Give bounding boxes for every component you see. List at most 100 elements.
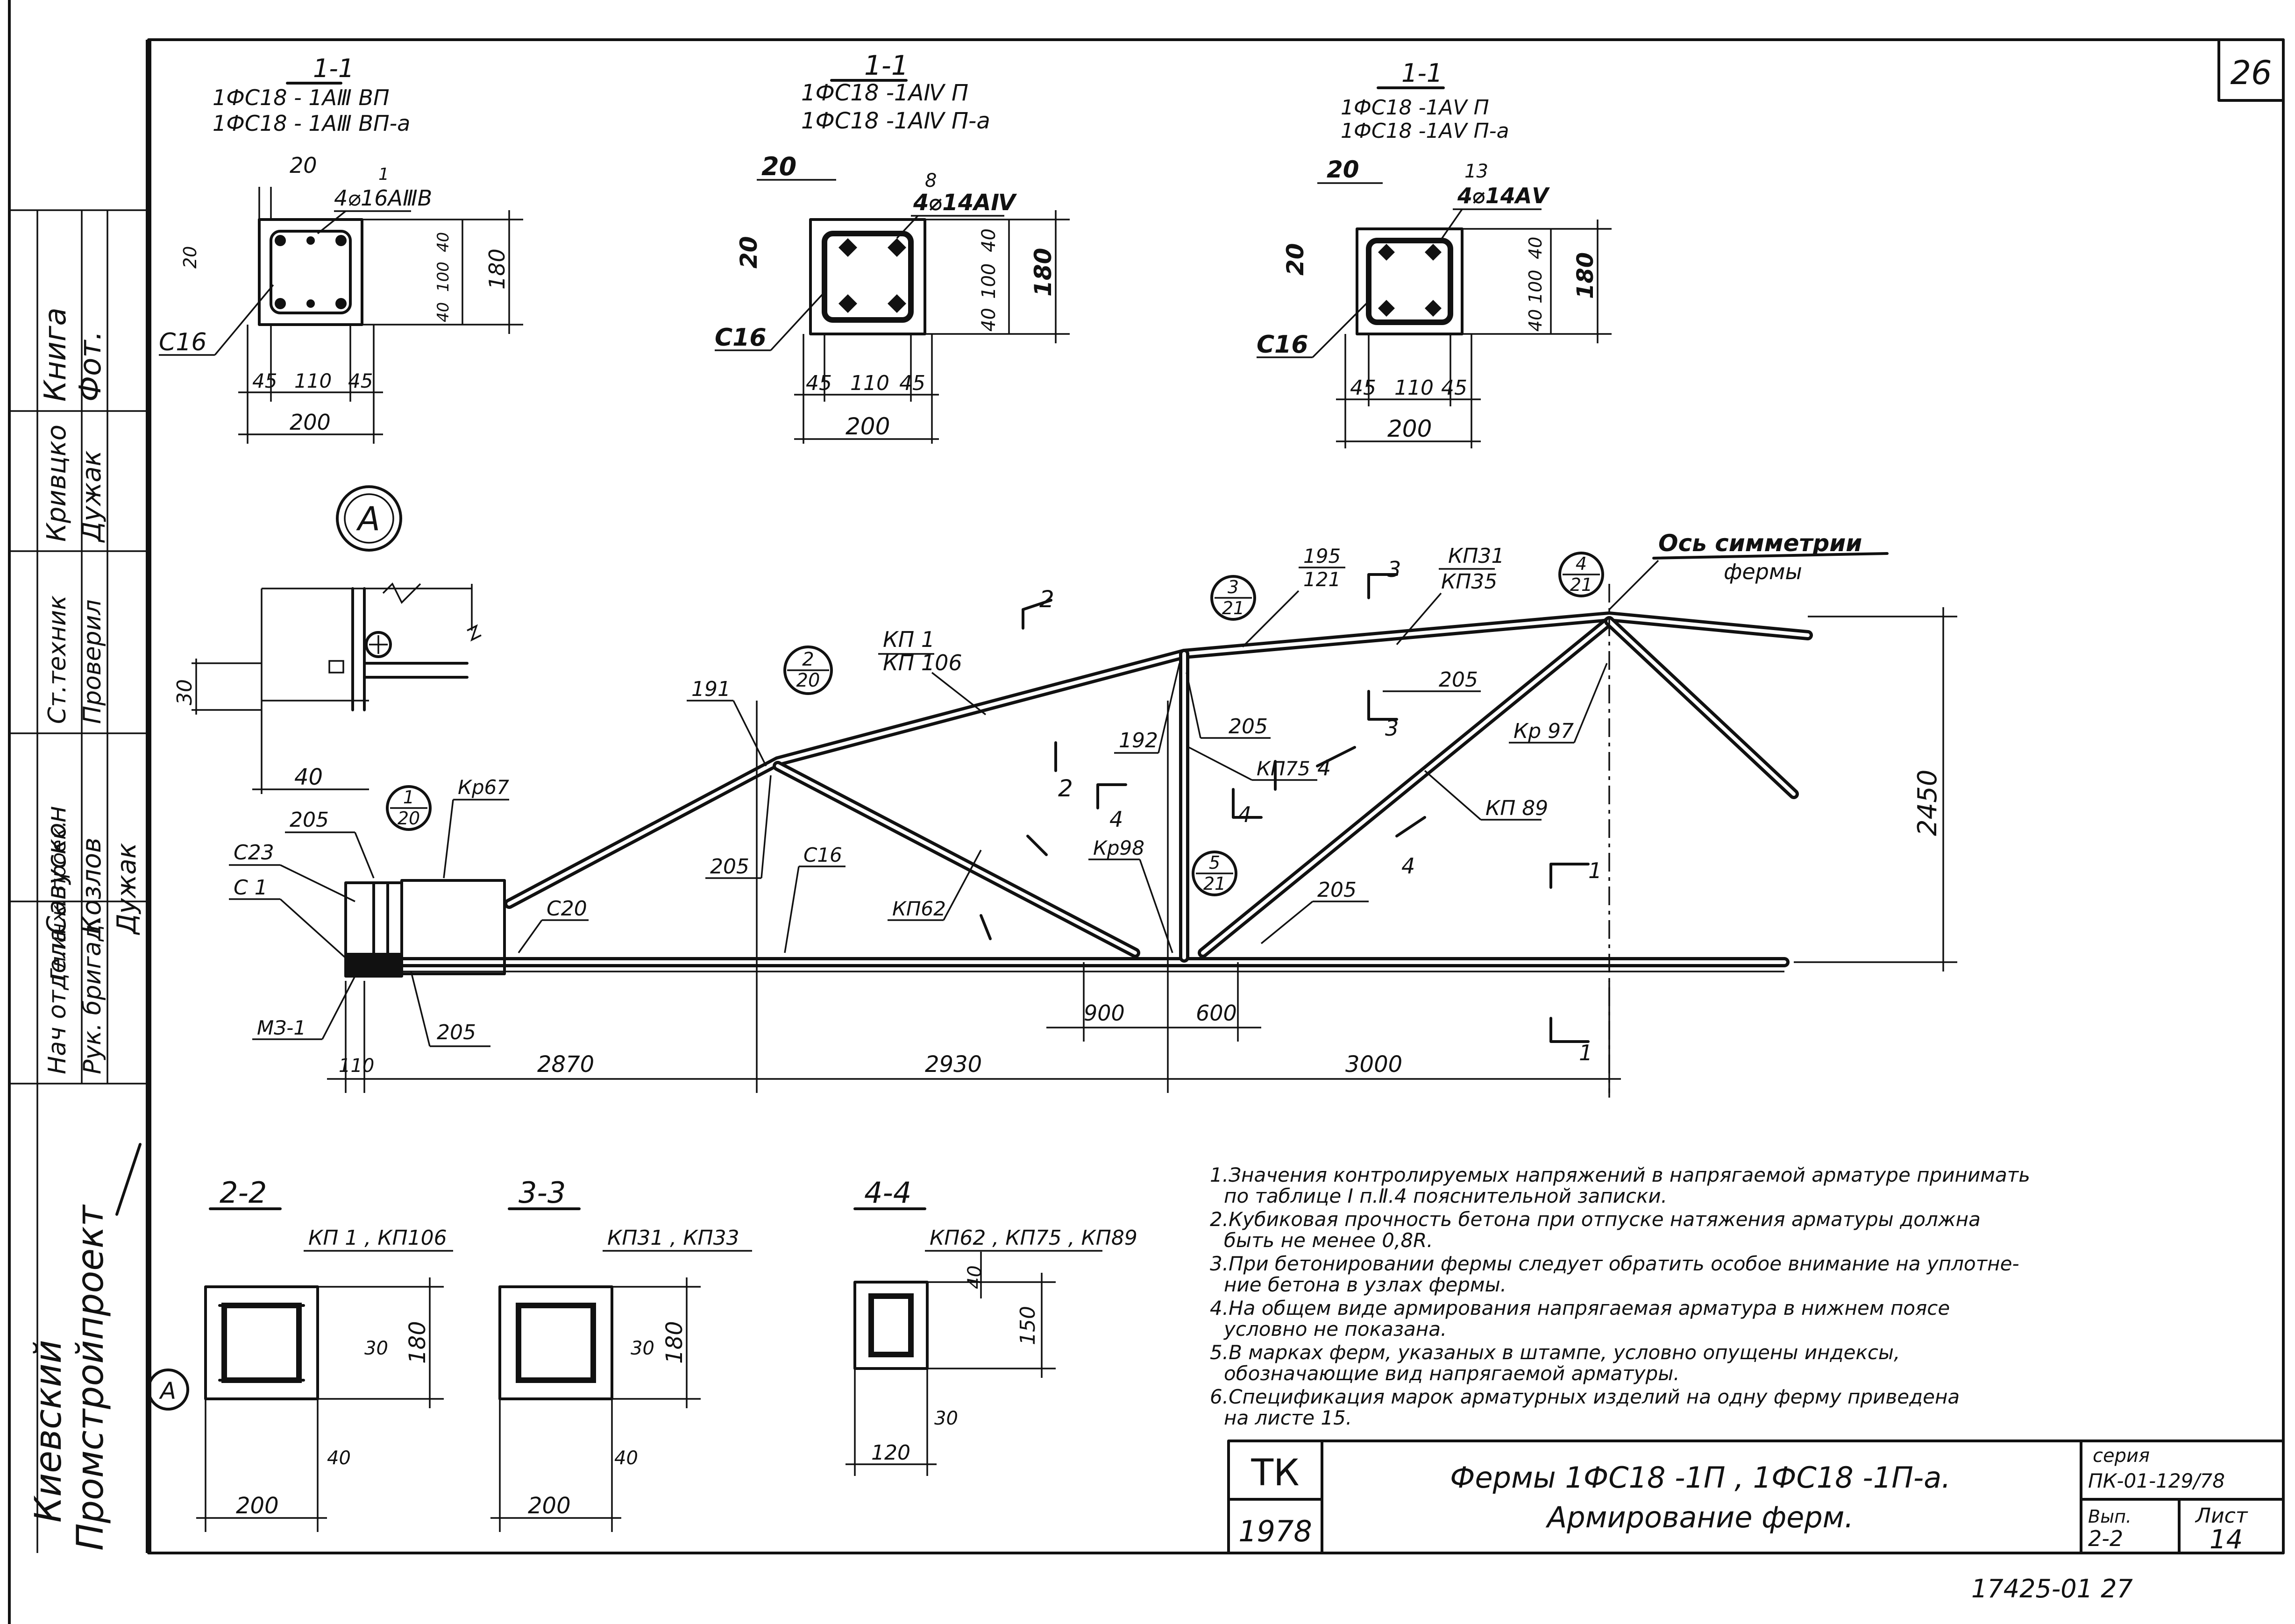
stamp-name-1: Козлов xyxy=(77,837,107,934)
lbl-191: 191 xyxy=(691,677,731,701)
dim-900: 900 xyxy=(1084,1000,1125,1026)
lbl-kr97: Кр 97 xyxy=(1513,719,1574,743)
sec1-in1: 100 xyxy=(434,262,453,292)
callout-3: 3 21 xyxy=(1210,575,1256,621)
sec22-b: 40 xyxy=(327,1447,351,1469)
tb-series-label: серия xyxy=(2093,1445,2150,1467)
sec3-in1: 100 xyxy=(1525,269,1546,304)
lbl-205-sup: 205 xyxy=(290,808,329,832)
callout-4: 4 21 xyxy=(1558,552,1604,597)
tb-title2: Армирование ферм. xyxy=(1545,1500,1854,1534)
stamp-role-1: Гл.инж. проек. xyxy=(47,821,71,981)
lbl-c16: С16 xyxy=(803,844,842,866)
note-line-4: 3.При бетонировании фермы следует обрати… xyxy=(1210,1252,2019,1275)
callout-3-top: 3 xyxy=(1228,577,1239,597)
lbl-4c: 4 xyxy=(1109,807,1123,832)
sec44-b: 30 xyxy=(934,1408,958,1429)
sec3-d2: 45 xyxy=(1441,376,1467,400)
sec3-rebar: 4⌀14АⅤ xyxy=(1457,183,1550,208)
lbl-kr98: Кр98 xyxy=(1093,837,1144,859)
sec2-rebar: 4⌀14АⅣ xyxy=(913,190,1017,216)
lbl-3b: 3 xyxy=(1385,716,1399,741)
section-1-1-a: 1-1 1ФС18 - 1АⅢ ВП 1ФС18 - 1АⅢ ВП-а 20 1… xyxy=(159,54,523,444)
sec1-d0: 45 xyxy=(252,369,277,392)
truss-dimensions: 110 2870 2930 3000 900 600 xyxy=(327,981,1621,1093)
section-4-4: 4-4 КП62 , КП75 , КП89 150 40 30 120 xyxy=(846,1176,1137,1476)
sec1-stirrup-label: С16 xyxy=(159,328,206,356)
sec2-height: 180 xyxy=(1030,248,1057,297)
sec44-cut: 4-4 xyxy=(864,1176,911,1210)
lbl-kp31: КП31 xyxy=(1448,544,1504,568)
tb-year: 1978 xyxy=(1238,1514,1312,1548)
sec3-outline xyxy=(1356,227,1464,335)
sec2-stirrup-label: С16 xyxy=(715,324,767,352)
stamp-org-1: Промстройпроект xyxy=(70,1204,112,1551)
sec2-outline xyxy=(809,218,926,335)
sec2-stirrup xyxy=(822,231,914,323)
sec3-cut: 1-1 xyxy=(1401,58,1442,88)
lbl-4d: 4 xyxy=(1401,853,1415,879)
lbl-205-mid: 205 xyxy=(1229,715,1268,738)
sec22-a: 30 xyxy=(364,1338,388,1359)
sec22-width: 200 xyxy=(236,1493,279,1519)
sec3-d0: 45 xyxy=(1350,376,1376,400)
stamp-role-4: Проверил xyxy=(78,599,107,724)
sec44-label: КП62 , КП75 , КП89 xyxy=(930,1226,1137,1250)
lbl-205-bot: 205 xyxy=(437,1021,476,1044)
callout-2-bottom: 20 xyxy=(796,670,820,691)
detail-a-label: А xyxy=(356,500,380,538)
sec1-in2: 40 xyxy=(434,302,453,322)
sec2-in0: 40 xyxy=(978,228,1000,252)
stamp-sign-1: Фот. xyxy=(73,331,108,402)
lbl-205-right: 205 xyxy=(1317,878,1357,902)
sec3-mark2: 1ФС18 -1АⅤ П-а xyxy=(1341,119,1509,143)
lbl-kr67: Кр67 xyxy=(458,776,509,799)
sec2-d1: 110 xyxy=(850,371,889,395)
dim-2870: 2870 xyxy=(537,1051,594,1078)
sec2-in2: 40 xyxy=(978,308,1000,332)
sec44-h: 150 xyxy=(1016,1306,1040,1345)
lbl-kp89: КП 89 xyxy=(1485,796,1548,820)
sec3-toph: 20 xyxy=(1282,243,1309,276)
detail-a-bubble xyxy=(336,485,402,552)
note-line-9: обозначающие вид напрягаемой арматуры. xyxy=(1224,1362,1680,1385)
sec1-outline xyxy=(258,218,363,326)
sec3-leftw: 20 xyxy=(1327,156,1359,183)
note-line-5: ние бетона в узлах фермы. xyxy=(1224,1273,1506,1296)
sec2-d0: 45 xyxy=(806,371,832,395)
note-line-8: 5.В марках ферм, указаных в штампе, усло… xyxy=(1210,1341,1900,1364)
note-line-11: на листе 15. xyxy=(1224,1406,1352,1429)
sec3-width: 200 xyxy=(1387,415,1432,442)
lbl-kp75: КП75 xyxy=(1257,757,1310,780)
callout-1-bottom: 20 xyxy=(398,808,420,829)
lbl-3a: 3 xyxy=(1387,557,1401,582)
note-line-2: 2.Кубиковая прочность бетона при отпуске… xyxy=(1210,1208,1981,1231)
detail-a-h: 30 xyxy=(173,679,197,705)
note-line-6: 4.На общем виде армирования напрягаемая … xyxy=(1210,1297,1950,1319)
axis-title: Ось симметрии xyxy=(1658,530,1862,557)
sec22-mark xyxy=(147,1369,189,1411)
tb-vyp: 2-2 xyxy=(2088,1526,2123,1551)
title-block-frame xyxy=(1227,1440,2285,1554)
sec3-stirrup-label: С16 xyxy=(1257,331,1308,359)
sec3-stirrup xyxy=(1366,238,1453,325)
lbl-c1: С 1 xyxy=(234,876,268,900)
section-3-3: 3-3 КП31 , КП33 180 30 40 200 xyxy=(490,1176,752,1532)
lbl-1a: 1 xyxy=(1588,858,1602,883)
sec33-h: 180 xyxy=(661,1321,688,1364)
sec33-outline xyxy=(498,1285,613,1400)
sec3-mark1: 1ФС18 -1АⅤ П xyxy=(1341,96,1489,120)
lbl-kp1: КП 1 xyxy=(883,627,935,652)
sec1-cut: 1-1 xyxy=(313,54,354,83)
sec2-pos: 8 xyxy=(925,170,937,191)
sec1-d2: 45 xyxy=(348,369,373,392)
sec3-in2: 40 xyxy=(1525,309,1546,332)
dim-2930: 2930 xyxy=(925,1051,982,1078)
tb-title1: Фермы 1ФС18 -1П , 1ФС18 -1П-а. xyxy=(1450,1461,1951,1495)
lbl-1b: 1 xyxy=(1579,1040,1592,1065)
callout-5-bottom: 21 xyxy=(1203,873,1226,894)
lbl-4b: 4 xyxy=(1238,802,1251,827)
tb-vyp-label: Вып. xyxy=(2088,1506,2132,1527)
lbl-4a: 4 xyxy=(1317,755,1331,780)
